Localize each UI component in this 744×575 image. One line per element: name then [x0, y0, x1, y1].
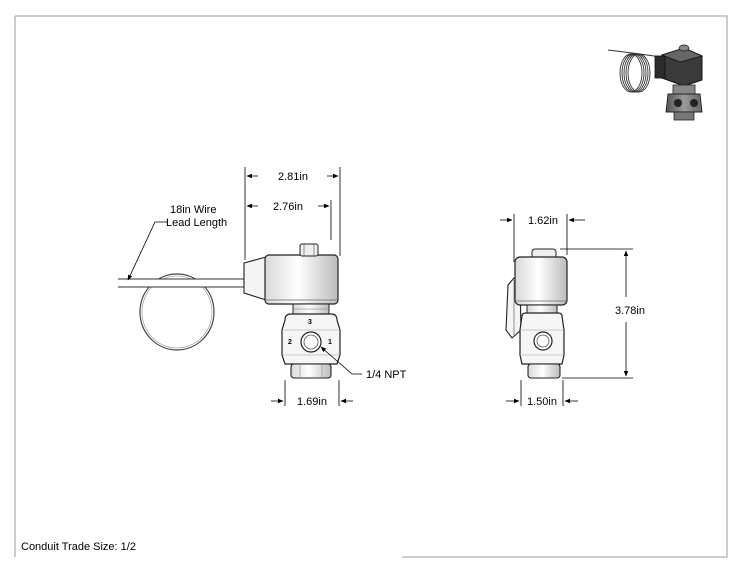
front-view: 3 2 1 [118, 243, 341, 379]
coil-housing [264, 254, 339, 305]
sheet-border [14, 15, 728, 558]
dim-side-coil-width: 1.62in [528, 215, 558, 227]
isometric-view [607, 44, 704, 121]
port-label-2: 2 [288, 339, 292, 346]
port-thread-label: 1/4 NPT [366, 369, 407, 381]
side-dimensions [500, 214, 633, 406]
side-coil-housing [514, 256, 568, 306]
dim-overall-width: 2.81in [278, 171, 308, 183]
wire-lead-label-line2: Lead Length [166, 217, 227, 229]
wire-lead-label-line1: 18in Wire [170, 204, 216, 216]
port-label-3: 3 [308, 319, 312, 326]
cable-boot [243, 256, 267, 301]
front-dimensions [127, 167, 362, 406]
port-label-1: 1 [328, 339, 332, 346]
wire-lead-coil [139, 273, 215, 351]
dim-coil-width: 2.76in [273, 201, 303, 213]
dim-overall-height: 3.78in [615, 305, 645, 317]
conduit-trade-size-note: Conduit Trade Size: 1/2 [21, 541, 136, 553]
dim-side-body-width: 1.50in [527, 396, 557, 408]
wire-lead [118, 278, 246, 288]
dim-front-body-width: 1.69in [297, 396, 327, 408]
top-nut [299, 243, 319, 257]
side-view [505, 248, 568, 379]
